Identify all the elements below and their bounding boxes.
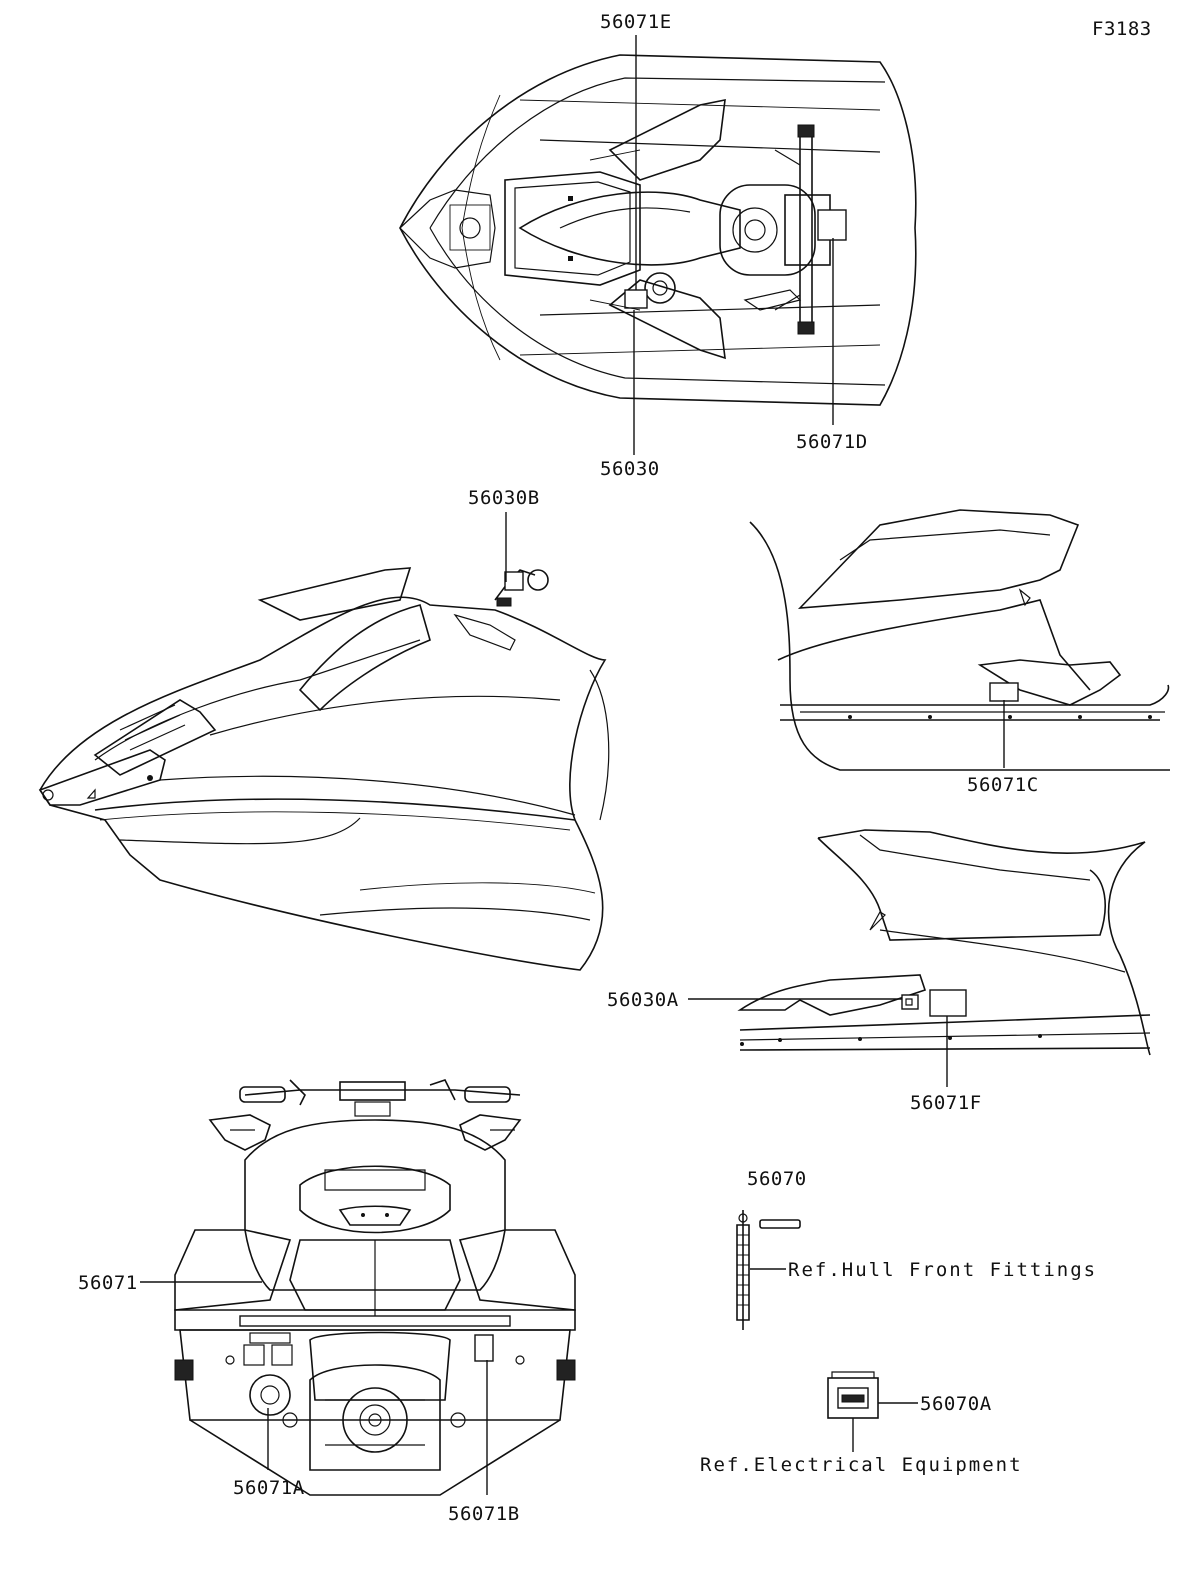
hull-fitting-drawing <box>736 1210 801 1330</box>
callout-56071A: 56071A <box>233 1477 305 1499</box>
top-view-drawing <box>399 54 917 406</box>
callout-56070: 56070 <box>747 1168 807 1190</box>
front-side-view-drawing <box>38 567 610 971</box>
callout-56030: 56030 <box>600 458 660 480</box>
electrical-box-drawing <box>827 1371 879 1419</box>
callout-56030B: 56030B <box>468 487 540 509</box>
callout-56070A: 56070A <box>920 1393 992 1415</box>
callout-56071: 56071 <box>78 1272 138 1294</box>
callout-56071B: 56071B <box>448 1503 520 1525</box>
callout-56071D: 56071D <box>796 431 868 453</box>
figure-code: F3183 <box>1092 18 1152 40</box>
ref-hull-front-fittings: Ref.Hull Front Fittings <box>788 1259 1097 1281</box>
rear-view-drawing <box>174 1079 576 1496</box>
callout-56071C: 56071C <box>967 774 1039 796</box>
callout-56071E: 56071E <box>600 11 672 33</box>
rear-lower-view-drawing <box>737 829 1151 1056</box>
callout-56071F: 56071F <box>910 1092 982 1114</box>
ref-electrical-equipment: Ref.Electrical Equipment <box>700 1454 1023 1476</box>
rear-upper-view-drawing <box>749 509 1170 771</box>
callout-56030A: 56030A <box>607 989 679 1011</box>
